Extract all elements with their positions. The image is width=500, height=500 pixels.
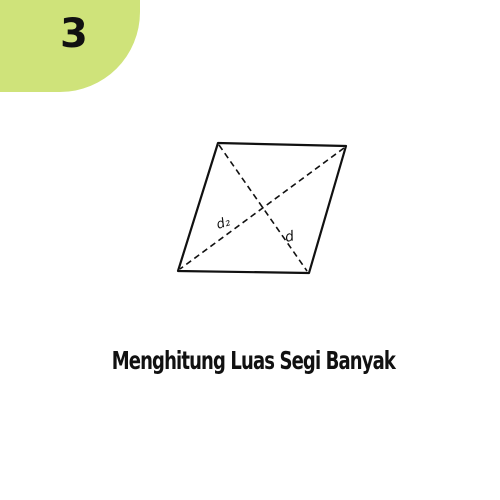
diagonal-label-d: d	[284, 228, 296, 246]
diagonal-label-d2: d₂	[215, 214, 232, 232]
diagonal-d2	[218, 144, 308, 272]
diagonal-d1	[179, 147, 345, 270]
step-number-badge: 3	[0, 0, 140, 92]
page-title: Menghitung Luas Segi Banyak	[111, 346, 396, 375]
step-number: 3	[60, 11, 88, 57]
rhombus-outline	[176, 141, 348, 275]
